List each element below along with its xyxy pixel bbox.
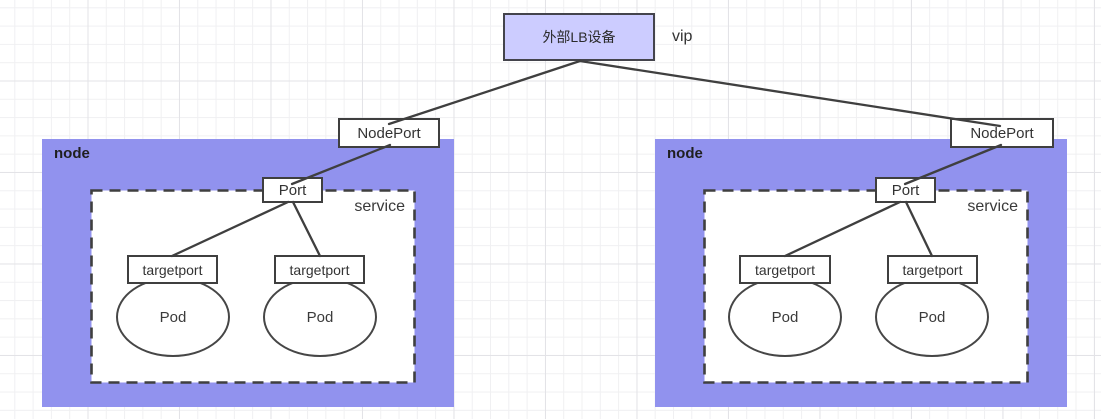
vip-label: vip — [672, 28, 693, 45]
targetport-label: targetport — [142, 261, 203, 278]
nodeport-label: NodePort — [357, 124, 421, 142]
pod-ellipse-2b[interactable]: Pod — [875, 277, 989, 357]
pod-ellipse-1a[interactable]: Pod — [116, 277, 230, 357]
targetport-box-1b[interactable]: targetport — [274, 255, 365, 284]
external-lb-box[interactable]: 外部LB设备 — [503, 13, 655, 61]
nodeport-label: NodePort — [970, 124, 1034, 142]
pod-label: Pod — [771, 308, 799, 326]
service-label: service — [967, 198, 1018, 215]
targetport-box-2b[interactable]: targetport — [887, 255, 978, 284]
external-lb-label: 外部LB设备 — [542, 29, 616, 45]
node-label: node — [667, 145, 703, 162]
port-box-2[interactable]: Port — [875, 177, 936, 203]
port-label: Port — [891, 181, 920, 199]
nodeport-box-2[interactable]: NodePort — [950, 118, 1054, 148]
pod-ellipse-2a[interactable]: Pod — [728, 277, 842, 357]
connector-line — [387, 59, 582, 126]
targetport-box-2a[interactable]: targetport — [739, 255, 831, 284]
targetport-box-1a[interactable]: targetport — [127, 255, 218, 284]
pod-label: Pod — [159, 308, 187, 326]
connector-line — [578, 59, 1002, 128]
pod-label: Pod — [306, 308, 334, 326]
port-box-1[interactable]: Port — [262, 177, 323, 203]
port-label: Port — [278, 181, 307, 199]
nodeport-box-1[interactable]: NodePort — [338, 118, 440, 148]
targetport-label: targetport — [289, 261, 350, 278]
targetport-label: targetport — [902, 261, 963, 278]
service-label: service — [354, 198, 405, 215]
targetport-label: targetport — [755, 261, 815, 278]
node-label: node — [54, 145, 90, 162]
pod-ellipse-1b[interactable]: Pod — [263, 277, 377, 357]
pod-label: Pod — [918, 308, 946, 326]
